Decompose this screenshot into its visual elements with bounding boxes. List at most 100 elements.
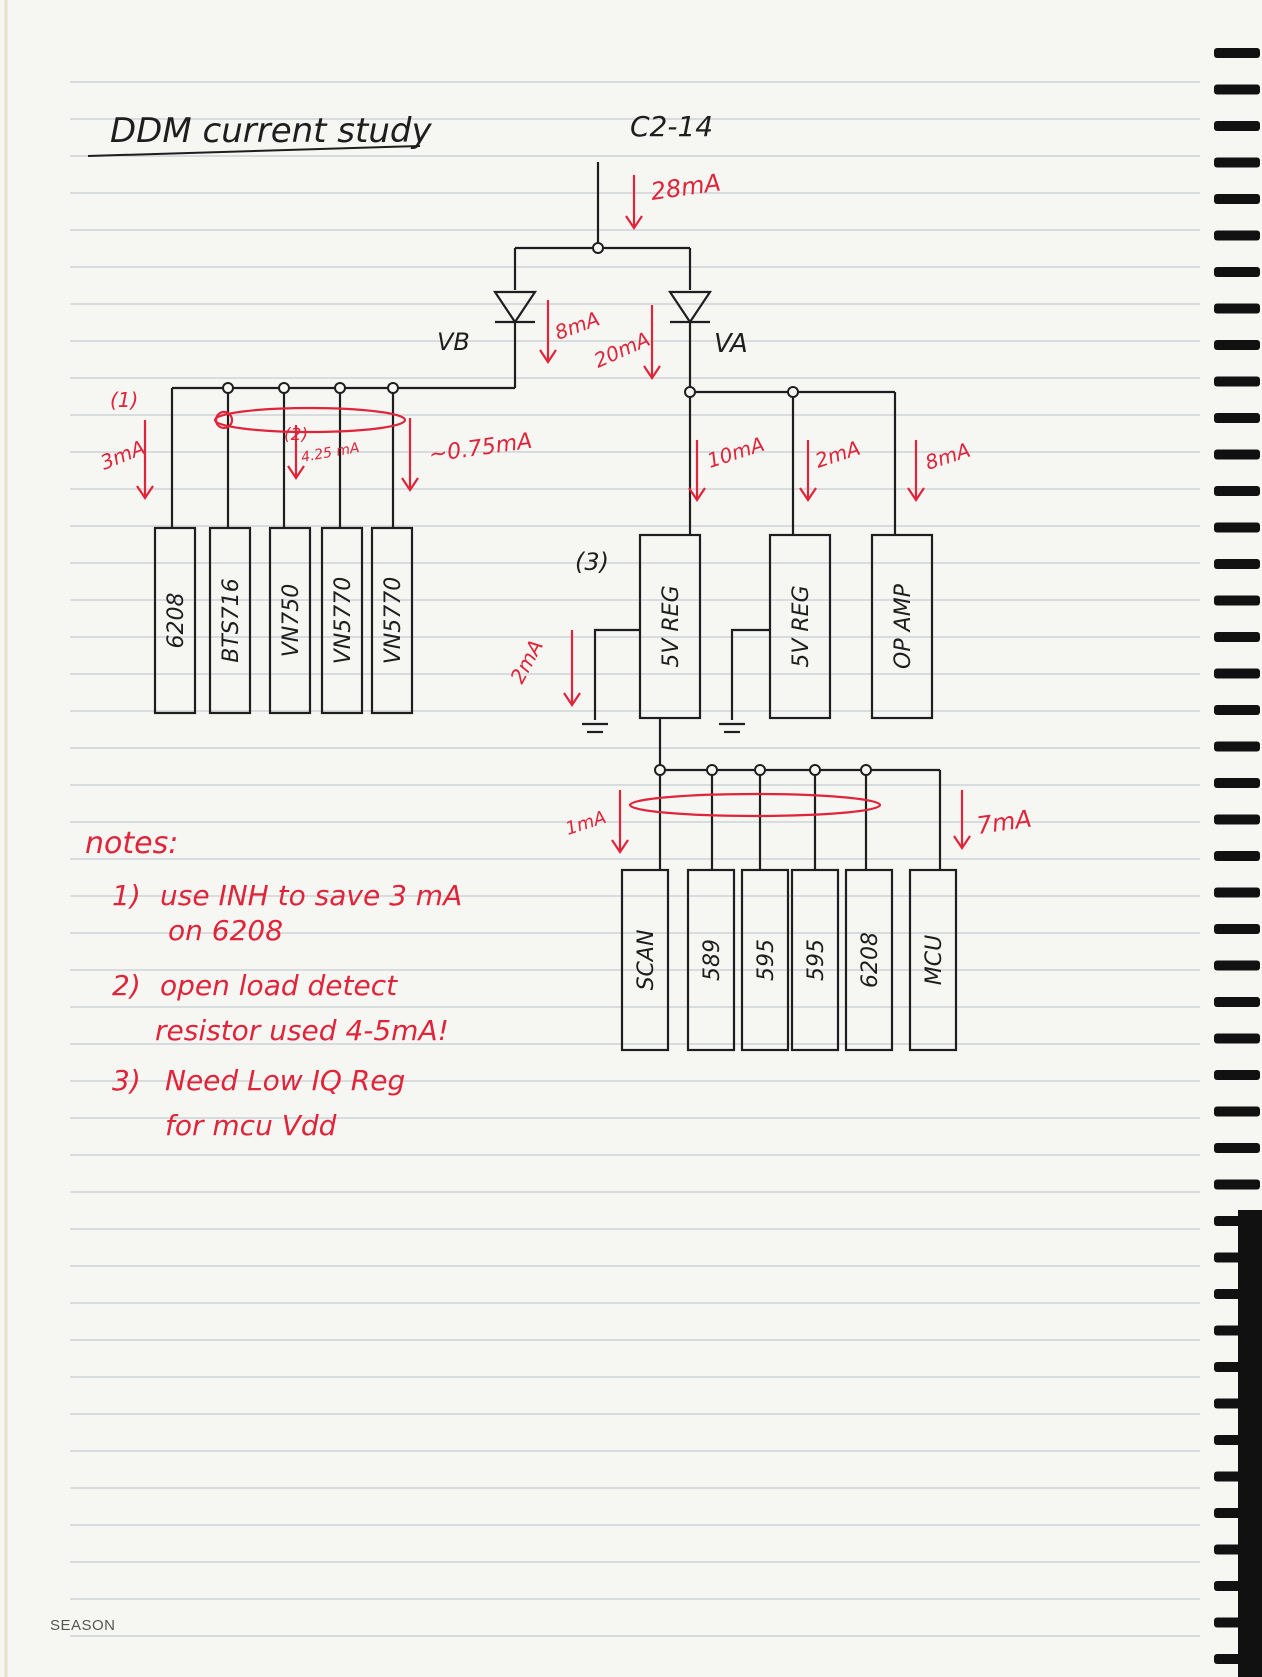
- spiral-ring: [1214, 449, 1260, 460]
- component-label: 595: [754, 939, 779, 981]
- junction-dots: [222, 242, 872, 776]
- spiral-ring: [1214, 376, 1260, 387]
- component-box: [768, 533, 832, 720]
- diode-b-label: VB: [437, 328, 470, 356]
- spiral-ring: [1214, 121, 1260, 131]
- current-labels: 28mA 8mA 20mA (1) 3mA (2) 4.25 mA ~0.75m…: [97, 168, 1033, 840]
- note-2-line-1: open load detect: [160, 969, 398, 1002]
- note-3-line-2: for mcu Vdd: [165, 1109, 337, 1142]
- title-underline: [87, 145, 421, 157]
- component-label: 6208: [858, 932, 883, 988]
- component-label: MCU: [922, 935, 947, 985]
- component-box: [370, 526, 414, 715]
- spiral-ring: [1214, 924, 1260, 934]
- component-box: [153, 526, 197, 715]
- component-label: 5V REG: [659, 585, 684, 667]
- right-bus-marker: (3): [575, 548, 609, 576]
- spiral-ring: [1214, 230, 1260, 241]
- spiral-ring: [1214, 705, 1260, 715]
- spiral-ring: [1214, 267, 1260, 277]
- note-3-line-1: Need Low IQ Reg: [165, 1064, 405, 1097]
- spiral-ring: [1214, 413, 1260, 423]
- component-box: [208, 526, 252, 715]
- page-id: C2-14: [630, 110, 713, 143]
- spiral-ring: [1214, 486, 1260, 496]
- reg-ground-current: 2mA: [505, 636, 548, 688]
- circuit-wiring: [170, 162, 942, 870]
- diode-a-current-label: 20mA: [590, 327, 653, 373]
- component-label: 6208: [164, 593, 189, 649]
- lower-branch-current: 1mA: [563, 807, 609, 840]
- spiral-ring: [1214, 157, 1260, 168]
- spiral-ring: [1214, 632, 1260, 642]
- supply-current-label: 28mA: [649, 168, 723, 206]
- diode-b-current-label: 8mA: [552, 306, 603, 344]
- spiral-ring: [1214, 778, 1260, 788]
- spiral-ring: [1214, 522, 1260, 533]
- component-label: 589: [700, 939, 725, 981]
- left-total-current: ~0.75mA: [427, 429, 533, 468]
- spiral-ring: [1214, 741, 1260, 752]
- loop-marker: (2): [284, 425, 308, 445]
- lower-components: SCAN 589 595 595 6208 MCU: [620, 868, 958, 1052]
- component-box: [686, 868, 736, 1052]
- spiral-ring: [1214, 340, 1260, 350]
- component-box: [908, 868, 958, 1052]
- component-label: OP AMP: [891, 583, 916, 669]
- page-title: DDM current study: [110, 111, 432, 151]
- binding-shadow: [1238, 1210, 1262, 1677]
- spiral-ring: [1214, 303, 1260, 314]
- spiral-ring: [1214, 194, 1260, 204]
- spiral-ring: [1214, 1070, 1260, 1080]
- ruled-lines: [70, 81, 1200, 1637]
- note-1-number: 1): [112, 879, 141, 912]
- component-box: [740, 868, 790, 1052]
- spiral-ring: [1214, 960, 1260, 971]
- spiral-ring: [1214, 84, 1260, 95]
- component-box: [638, 533, 702, 720]
- note-2-line-2: resistor used 4-5mA!: [155, 1014, 449, 1047]
- component-box: [870, 533, 934, 720]
- spiral-ring: [1214, 814, 1260, 825]
- note-1-line-2: on 6208: [168, 914, 283, 947]
- component-label: 595: [804, 939, 829, 981]
- spiral-binding: [1214, 48, 1262, 1677]
- spiral-ring: [1214, 595, 1260, 606]
- component-label: SCAN: [634, 930, 659, 991]
- component-label: VN5770: [331, 577, 356, 665]
- current-arrows: [136, 175, 971, 854]
- spiral-ring: [1214, 851, 1260, 861]
- spiral-ring: [1214, 668, 1260, 679]
- component-label: 5V REG: [789, 585, 814, 667]
- component-label: BTS716: [219, 578, 244, 663]
- spiral-ring: [1214, 997, 1260, 1007]
- component-box: [790, 868, 840, 1052]
- notes-block: notes: 1) use INH to save 3 mA on 6208 2…: [85, 826, 462, 1142]
- component-box: [844, 868, 894, 1052]
- spiral-ring: [1214, 1033, 1260, 1044]
- spiral-ring: [1214, 559, 1260, 569]
- right-current-2: 2mA: [812, 436, 863, 473]
- spiral-ring: [1214, 1143, 1260, 1153]
- note-1-line-1: use INH to save 3 mA: [160, 879, 462, 912]
- diode-a-label: VA: [714, 329, 748, 359]
- right-current-1: 10mA: [704, 432, 767, 473]
- right-components: 5V REG 5V REG OP AMP: [638, 533, 934, 720]
- left-bus-marker: (1): [110, 388, 138, 412]
- note-3-number: 3): [112, 1064, 141, 1097]
- loop-current: 4.25 mA: [300, 440, 361, 466]
- note-2-number: 2): [112, 969, 141, 1002]
- notes-heading: notes:: [85, 826, 178, 861]
- left-branch-current: 3mA: [97, 435, 149, 474]
- spiral-ring: [1214, 48, 1260, 58]
- spiral-ring: [1214, 887, 1260, 898]
- mcu-current: 7mA: [975, 805, 1033, 840]
- notebook-brand: SEASON: [50, 1617, 116, 1634]
- right-current-3: 8mA: [922, 438, 973, 475]
- component-label: VN5770: [381, 577, 406, 665]
- component-box: [268, 526, 312, 715]
- spiral-ring: [1214, 1179, 1260, 1190]
